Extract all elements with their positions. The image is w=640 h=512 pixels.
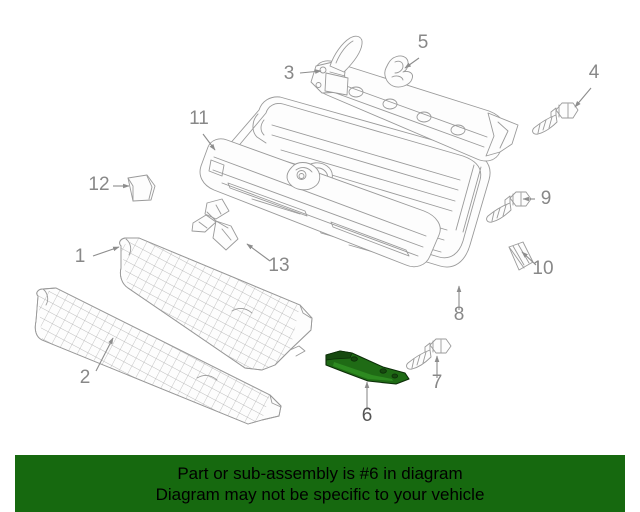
part-10-side-clip xyxy=(508,241,534,271)
part-3-upper-left-bracket xyxy=(310,35,363,96)
part-info-banner: Part or sub-assembly is #6 in diagram Di… xyxy=(15,455,625,512)
diagram-canvas: 1 2 3 4 5 6 7 8 9 10 11 12 13 xyxy=(34,32,600,426)
callout-13: 13 xyxy=(268,255,289,276)
callout-2: 2 xyxy=(80,367,91,388)
banner-line-1: Part or sub-assembly is #6 in diagram xyxy=(177,463,463,483)
part-9-bolt xyxy=(486,191,532,223)
callout-10: 10 xyxy=(532,258,553,279)
callout-8: 8 xyxy=(454,304,465,325)
callout-3: 3 xyxy=(284,63,295,84)
callout-5: 5 xyxy=(418,32,429,53)
part-6-highlighted-bracket xyxy=(325,350,410,385)
callout-4: 4 xyxy=(589,62,600,83)
part-11-grille-molding xyxy=(199,138,441,268)
callout-1: 1 xyxy=(75,246,86,267)
part-4-bolt xyxy=(532,102,579,135)
callout-11: 11 xyxy=(189,108,209,129)
callout-7: 7 xyxy=(432,372,443,393)
callout-leaders xyxy=(92,57,592,410)
part-13-center-bracket xyxy=(191,198,239,251)
exploded-parts-illustration: 1 2 3 4 5 6 7 8 9 10 11 12 13 xyxy=(34,32,600,426)
callout-numbers: 1 2 3 4 5 6 7 8 9 10 11 12 13 xyxy=(75,32,600,426)
part-12-end-cap xyxy=(127,174,156,202)
callout-6: 6 xyxy=(362,405,373,426)
part-5-retainer-clip xyxy=(384,55,413,88)
callout-9: 9 xyxy=(541,188,552,209)
callout-12: 12 xyxy=(88,174,109,195)
banner-line-2: Diagram may not be specific to your vehi… xyxy=(155,484,485,504)
part-7-bolt xyxy=(406,338,452,370)
